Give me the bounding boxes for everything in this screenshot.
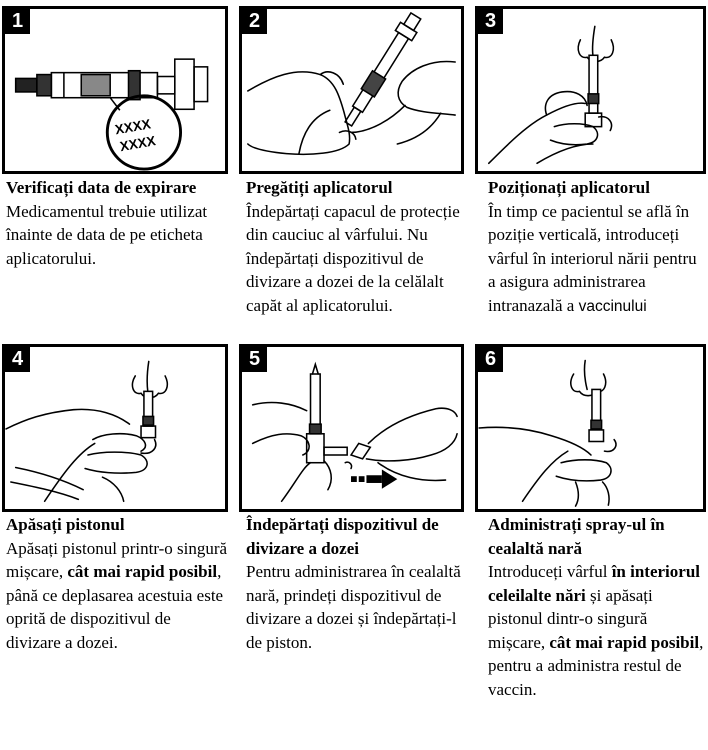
remove-tip-cap-drawing xyxy=(247,11,456,156)
step-1-number-badge: 1 xyxy=(5,9,30,34)
label-text-line-2: XXXX xyxy=(119,133,157,154)
step-3-caption: Poziționați aplicatorul În timp ce pacie… xyxy=(488,176,706,318)
applicator-expiry-label-drawing: XXXX XXXX xyxy=(14,58,209,171)
step-6-body-c: , pentru a administra restul de vaccin. xyxy=(488,632,704,699)
step-3-illustration: 3 xyxy=(475,6,706,174)
step-3-body-tail: vaccinului xyxy=(578,297,647,315)
step-1-body: Medicamentul trebuie utilizat înainte de… xyxy=(6,201,208,268)
step-4-body-a: Apăsați pistonul printr-o singură mișcar… xyxy=(6,538,228,582)
remove-dose-divider-drawing xyxy=(251,361,458,503)
step-6-number-badge: 6 xyxy=(478,347,503,372)
step-5-caption: Îndepărtați dispozitivul de divizare a d… xyxy=(246,513,468,654)
step-5-title: Îndepărtați dispozitivul de divizare a d… xyxy=(246,515,439,558)
step-2-title: Pregătiți aplicatorul xyxy=(246,178,393,197)
step-6-body-bold-1: în interiorul celeilalte nări xyxy=(488,562,700,605)
step-5-number-badge: 5 xyxy=(242,347,267,372)
step-3-body: În timp ce pacientul se află în poziție … xyxy=(488,201,697,315)
step-1-caption: Verificați data de expirare Medicamentul… xyxy=(6,176,228,270)
step-1-title: Verificați data de expirare xyxy=(6,178,197,197)
step-4-number-badge: 4 xyxy=(5,347,30,372)
step-4-title: Apăsați pistonul xyxy=(6,515,125,534)
step-6-illustration: 6 xyxy=(475,344,706,512)
step-6-title: Administrați spray-ul în cealaltă nară xyxy=(488,515,665,558)
step-6-body-bold-2: cât mai rapid posibil xyxy=(549,632,700,652)
step-2-number-badge: 2 xyxy=(242,9,267,34)
step-6-body-b: și apăsați pistonul dintr-o singură mișc… xyxy=(488,585,653,652)
position-applicator-in-nostril-drawing xyxy=(487,25,615,165)
step-4-body-b: , până ce deplasarea acestuia este oprit… xyxy=(6,562,224,652)
step-6-caption: Administrați spray-ul în cealaltă nară I… xyxy=(488,513,706,701)
step-2-caption: Pregătiți aplicatorul Îndepărtați capacu… xyxy=(246,176,468,317)
step-2-illustration: 2 xyxy=(239,6,464,174)
step-3-number-badge: 3 xyxy=(478,9,503,34)
step-4-caption: Apăsați pistonul Apăsați pistonul printr… xyxy=(6,513,228,654)
step-5-body: Pentru administrarea în cealaltă nară, p… xyxy=(246,562,461,652)
step-3-title: Poziționați aplicatorul xyxy=(488,178,650,197)
label-text-line-1: XXXX xyxy=(114,116,152,137)
spray-other-nostril-drawing xyxy=(478,359,617,507)
step-2-body: Îndepărtați capacul de protecție din cau… xyxy=(246,201,460,315)
step-4-illustration: 4 xyxy=(2,344,228,512)
step-1-illustration: 1 XXXX XXXX xyxy=(2,6,228,174)
step-6-body-a: Introduceți vârful xyxy=(488,562,608,581)
step-4-body-bold: cât mai rapid posibil xyxy=(67,562,218,581)
press-plunger-drawing xyxy=(5,360,168,503)
step-5-illustration: 5 xyxy=(239,344,464,512)
